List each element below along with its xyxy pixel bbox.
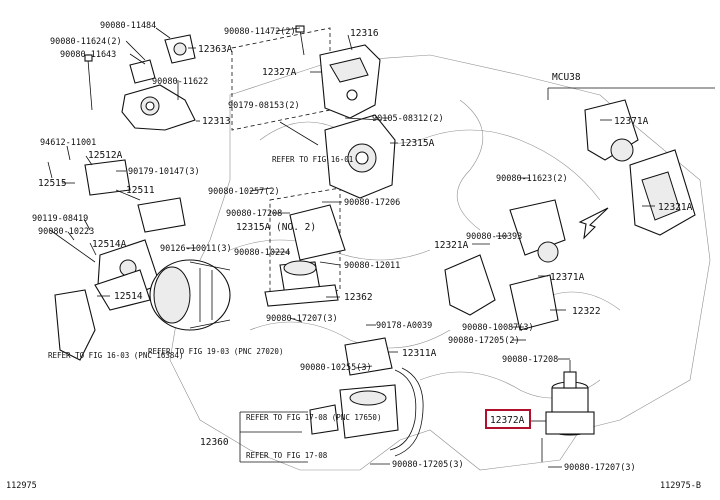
label-refer-16-03: REFER TO FIG 16-03 (PNC 16384) bbox=[48, 351, 183, 360]
label-90105-08312: 90105-08312(2) bbox=[372, 114, 444, 124]
label-12371a: 12371A bbox=[550, 272, 585, 283]
label-12315a-no2: 12315A (NO. 2) bbox=[236, 222, 316, 233]
label-refer-16-01: REFER TO FIG 16-01 bbox=[272, 155, 353, 164]
label-12321a: 12321A bbox=[434, 240, 469, 251]
label-90080-10223: 90080-10223 bbox=[38, 227, 94, 237]
label-12316: 12316 bbox=[350, 28, 379, 39]
mount-12360 bbox=[309, 337, 424, 457]
bracket-12315a bbox=[279, 114, 396, 199]
label-12311a: 12311A bbox=[402, 348, 437, 359]
label-90080-17205-b: 90080-17205(2) bbox=[448, 336, 520, 346]
label-12372a: 12372A bbox=[490, 415, 525, 426]
label-90119-08419: 90119-08419 bbox=[32, 214, 88, 224]
label-refer-17-08-a: REFER TO FIG 17-08 (PNC 17650) bbox=[246, 413, 381, 422]
mount-12362 bbox=[264, 204, 346, 307]
label-90080-11622: 90080-11622 bbox=[152, 77, 208, 87]
direction-arrow bbox=[578, 207, 609, 240]
label-12371a-inset: 12371A bbox=[614, 116, 649, 127]
leader-lines bbox=[62, 27, 655, 468]
engine-block-outline bbox=[169, 54, 711, 471]
label-90080-17208: 90080-17208 bbox=[226, 209, 282, 219]
alternator bbox=[149, 259, 231, 331]
label-90080-17205-a: 90080-17205(3) bbox=[392, 460, 464, 470]
label-90080-11623: 90080-11623(2) bbox=[496, 174, 568, 184]
label-12315a: 12315A bbox=[400, 138, 435, 149]
label-12321a-inset: 12321A bbox=[658, 202, 693, 213]
label-112975-b: 112975-B bbox=[660, 481, 701, 491]
label-90080-10087: 90080-10087(3) bbox=[462, 323, 534, 333]
label-90080-11472: 90080-11472(2) bbox=[224, 27, 296, 37]
label-90080-12011: 90080-12011 bbox=[344, 261, 400, 271]
label-refer-17-08-b: REFER TO FIG 17-08 bbox=[246, 451, 328, 460]
bracket-12514 bbox=[54, 269, 151, 361]
label-90080-11643: 90080-11643 bbox=[60, 50, 116, 60]
label-90080-10224: 90080-10224 bbox=[234, 248, 290, 258]
label-94612-11001: 94612-11001 bbox=[40, 138, 96, 148]
label-12511: 12511 bbox=[126, 185, 155, 196]
part-labels: 90080-11484 90080-11624(2) 90080-11643 1… bbox=[6, 21, 701, 491]
label-112975: 112975 bbox=[6, 481, 37, 491]
bracket-12316 bbox=[295, 25, 381, 119]
label-12322: 12322 bbox=[572, 306, 601, 317]
label-mcu38: MCU38 bbox=[552, 72, 581, 83]
label-90179-10147: 90179-10147(3) bbox=[128, 167, 200, 177]
label-90080-10255: 90080-10255(3) bbox=[300, 363, 372, 373]
label-90080-17207-b: 90080-17207(3) bbox=[564, 463, 636, 473]
label-12514a: 12514A bbox=[92, 239, 127, 250]
label-90178-a0039: 90178-A0039 bbox=[376, 321, 432, 331]
label-12515: 12515 bbox=[38, 178, 67, 189]
label-90080-11624: 90080-11624(2) bbox=[50, 37, 122, 47]
label-12514: 12514 bbox=[114, 291, 143, 302]
label-90080-17206: 90080-17206 bbox=[344, 198, 400, 208]
label-90126-10011: 90126-10011(3) bbox=[160, 244, 232, 254]
label-90080-17208-b: 90080-17208 bbox=[502, 355, 558, 365]
label-12362: 12362 bbox=[344, 292, 373, 303]
mcu38-inset-parts bbox=[547, 87, 715, 236]
label-90080-17207-a: 90080-17207(3) bbox=[266, 314, 338, 324]
label-refer-19-03: REFER TO FIG 19-03 (PNC 27020) bbox=[148, 347, 283, 356]
label-12327a: 12327A bbox=[262, 67, 297, 78]
label-90080-11484: 90080-11484 bbox=[100, 21, 156, 31]
label-12313: 12313 bbox=[202, 116, 231, 127]
label-90080-10257: 90080-10257(2) bbox=[208, 187, 280, 197]
label-12512a: 12512A bbox=[88, 150, 123, 161]
bracket-12313 bbox=[84, 34, 196, 131]
label-90179-08153: 90179-08153(2) bbox=[228, 101, 300, 111]
label-12363a: 12363A bbox=[198, 44, 233, 55]
group-box-top bbox=[231, 27, 331, 131]
highlight-box bbox=[485, 409, 531, 429]
bracket-12321a bbox=[444, 199, 566, 331]
label-12360: 12360 bbox=[200, 437, 229, 448]
mount-12372a bbox=[541, 360, 595, 462]
label-90080-10393: 90080-10393 bbox=[466, 232, 522, 242]
